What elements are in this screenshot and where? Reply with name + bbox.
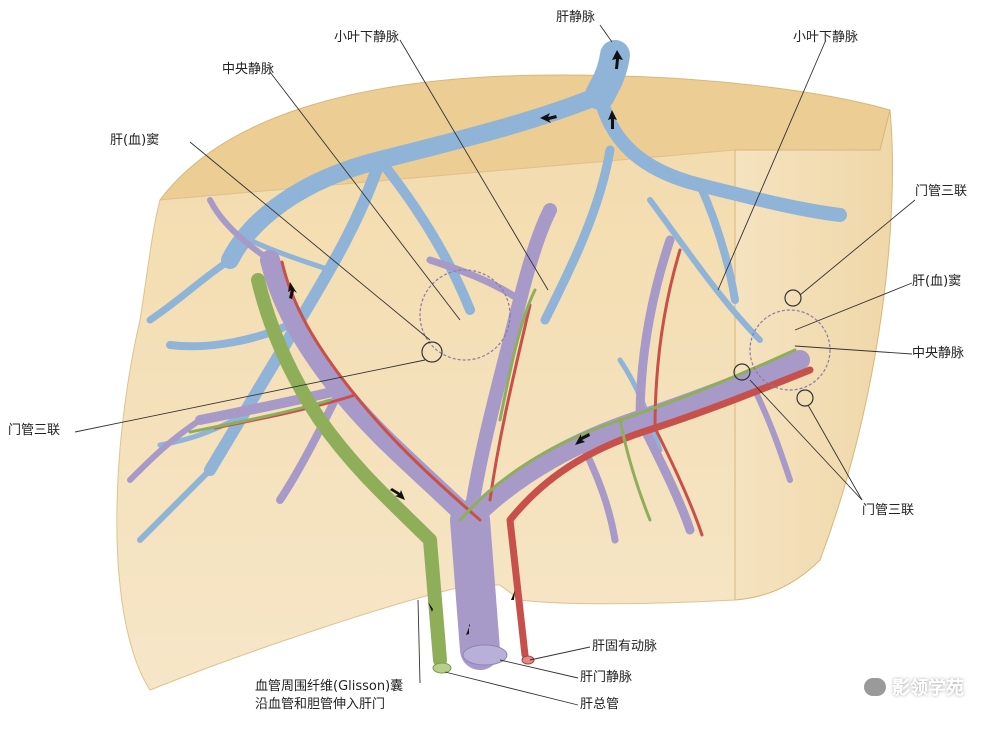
lobules — [419, 269, 831, 407]
label-central-vein-left: 中央静脉 — [222, 62, 275, 77]
label-central-vein-right: 中央静脉 — [912, 346, 965, 361]
bile-duct-branches — [188, 273, 797, 667]
arrow-portal-branch — [390, 488, 405, 500]
label-common-hepatic-duct: 肝总管 — [580, 697, 620, 712]
wechat-icon — [864, 678, 886, 696]
label-portal-triad-left: 门管三联 — [8, 423, 61, 438]
arrow-bile-down — [428, 602, 433, 612]
label-glisson-capsule-line1: 血管周围纤维(Glisson)囊 — [255, 679, 404, 694]
portal-vein-end — [462, 644, 508, 666]
arrow-portal-up — [466, 624, 470, 635]
flow-arrows — [288, 50, 623, 635]
bile-duct-end — [432, 662, 452, 674]
portal-triad-marker-right-bottom — [796, 389, 814, 407]
arrow-hv-leftdown — [288, 282, 297, 299]
label-hepatic-vein: 肝静脉 — [556, 10, 596, 25]
arrow-artery-up — [511, 590, 515, 600]
vascular-tree — [127, 40, 847, 674]
portal-triad-marker-right-left — [733, 363, 751, 381]
artery-end — [521, 655, 535, 665]
label-hepatic-artery: 肝固有动脉 — [592, 639, 658, 654]
lobule-left — [419, 269, 511, 361]
arrow-hv-center — [608, 110, 617, 129]
watermark: 影领学苑 — [864, 674, 964, 700]
label-glisson-capsule-line2: 沿血管和胆管伸入肝门 — [255, 697, 386, 712]
label-sinusoid-left: 肝(血)窦 — [110, 133, 160, 148]
watermark-text: 影领学苑 — [892, 678, 964, 699]
label-sinusoid-right: 肝(血)窦 — [912, 274, 962, 289]
lobule-right — [749, 309, 831, 391]
label-portal-triad-right-top: 门管三联 — [915, 184, 968, 199]
liver-side-face — [734, 109, 893, 601]
label-portal-vein: 肝门静脉 — [580, 670, 633, 685]
label-portal-triad-right-bottom: 门管三联 — [862, 503, 915, 518]
arrow-hepatic-vein-top — [612, 50, 623, 69]
arrow-hv-left — [540, 113, 557, 123]
portal-triad-marker-left — [421, 341, 443, 363]
portal-triad-marker-right-top — [784, 289, 802, 307]
label-sublobular-vein-right: 小叶下静脉 — [793, 30, 859, 45]
portal-vein-branches — [127, 197, 810, 670]
arrow-portal-right — [575, 433, 590, 445]
leader-lines — [74, 24, 916, 706]
label-sublobular-vein-left: 小叶下静脉 — [334, 30, 400, 45]
